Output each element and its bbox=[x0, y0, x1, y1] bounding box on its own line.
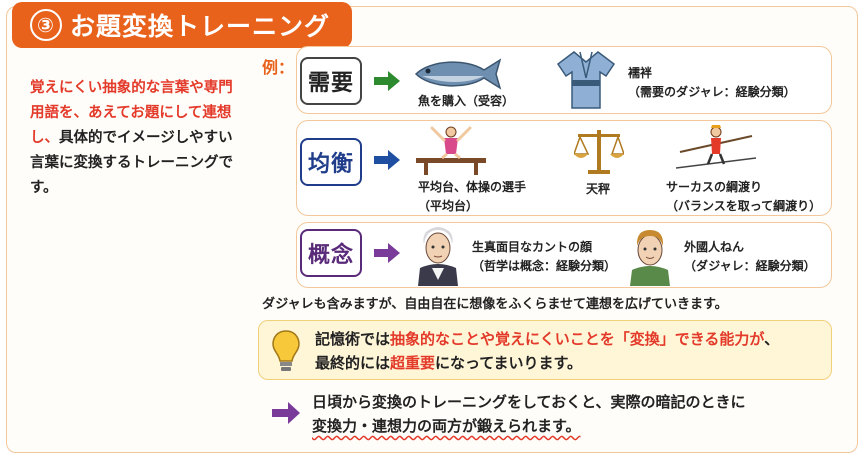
section-title-text: お題変換トレーニング bbox=[70, 12, 331, 41]
intro-text: 覚えにくい抽象的な言葉や専門用語を、あえてお題にして連想し、具体的でイメージしや… bbox=[30, 76, 245, 201]
tip-text-normal: 記憶術では bbox=[315, 330, 391, 348]
example-row-balance bbox=[296, 120, 832, 216]
tip-text: 記憶術では抽象的なことや覚えにくいことを「変換」できる能力が、 最終的には超重要… bbox=[315, 327, 779, 375]
keyword-box: 概念 bbox=[300, 229, 362, 277]
keyword-text: 均衡 bbox=[307, 152, 354, 177]
caption-line: （需要のダジャレ：経験分類） bbox=[628, 85, 796, 99]
caption-line: （ダジャレ：経験分類） bbox=[684, 259, 816, 273]
foreigner-icon bbox=[630, 230, 670, 286]
kant-portrait-icon bbox=[418, 227, 458, 286]
caption: 天秤 bbox=[586, 180, 610, 199]
tip-text-normal: 最終的には bbox=[315, 354, 391, 372]
caption-line: 生真面目なカントの顔 bbox=[472, 240, 593, 254]
caption-line: 天秤 bbox=[586, 182, 611, 196]
caption: 魚を購入（受容） bbox=[418, 92, 514, 111]
caption-line: （平均台） bbox=[418, 199, 479, 213]
caption: 平均台、体操の選手 （平均台） bbox=[418, 178, 526, 216]
lightbulb-icon bbox=[272, 330, 300, 371]
arrow-right-icon bbox=[272, 402, 300, 424]
tip-text-normal: 、 bbox=[764, 330, 780, 348]
summary-line: 日頃から変換のトレーニングをしておくと、実際の暗記のときに bbox=[312, 393, 746, 411]
caption-line: サーカスの綱渡り bbox=[666, 180, 763, 194]
summary-text: 日頃から変換のトレーニングをしておくと、実際の暗記のときに 変換力・連想力の両方… bbox=[312, 390, 746, 438]
tip-text-emphasis: 超重要 bbox=[390, 354, 436, 372]
keyword-text: 需要 bbox=[307, 71, 354, 96]
example-label: 例： bbox=[262, 58, 295, 77]
summary-line-emphasis: 変換力・連想力の両方が鍛えられます。 bbox=[312, 417, 581, 435]
keyword-text: 概念 bbox=[307, 243, 354, 268]
caption: 生真面目なカントの顔 （哲学は概念：経験分類） bbox=[472, 238, 616, 276]
arrow-right-icon bbox=[374, 243, 400, 263]
section-number: ③ bbox=[30, 9, 62, 41]
keyword-box: 需要 bbox=[300, 57, 362, 105]
intro-red-text: 覚えにくい抽象的な言葉や専門用語を、あえてお題にして連想し、 bbox=[30, 80, 233, 146]
note-text: ダジャレも含みますが、自由自在に想像をふくらませて連想を広げていきます。 bbox=[262, 297, 728, 312]
caption-line: 襦袢 bbox=[628, 66, 653, 80]
tightrope-icon bbox=[676, 125, 756, 169]
scale-icon bbox=[574, 130, 624, 174]
keyword-box: 均衡 bbox=[300, 138, 362, 186]
summary-box: 日頃から変換のトレーニングをしておくと、実際の暗記のときに 変換力・連想力の両方… bbox=[272, 388, 832, 440]
gymnast-icon bbox=[416, 126, 486, 175]
caption: 襦袢 （需要のダジャレ：経験分類） bbox=[628, 64, 796, 102]
fish-icon bbox=[414, 58, 502, 90]
arrow-right-icon bbox=[374, 150, 400, 170]
tip-text-emphasis: 抽象的なことや覚えにくいことを「変換」できる能力が bbox=[390, 330, 765, 348]
caption-line: 魚を購入（受容） bbox=[418, 94, 515, 108]
caption-line: （バランスを取って綱渡り） bbox=[666, 199, 822, 213]
caption-line: 外國人ねん bbox=[684, 240, 745, 254]
section-title: ③ お題変換トレーニング bbox=[12, 2, 352, 48]
tip-box: 記憶術では抽象的なことや覚えにくいことを「変換」できる能力が、 最終的には超重要… bbox=[258, 320, 832, 380]
intro-black-text: 具体的でイメージしやすい言葉に変換するトレーニングです。 bbox=[30, 130, 233, 196]
caption-line: 平均台、体操の選手 bbox=[418, 180, 527, 194]
tip-text-normal: になってまいります。 bbox=[435, 354, 583, 372]
caption-line: （哲学は概念：経験分類） bbox=[472, 259, 617, 273]
caption: サーカスの綱渡り （バランスを取って綱渡り） bbox=[666, 178, 821, 216]
caption: 外國人ねん （ダジャレ：経験分類） bbox=[684, 238, 816, 276]
kimono-icon bbox=[556, 51, 616, 109]
arrow-right-icon bbox=[374, 71, 400, 91]
